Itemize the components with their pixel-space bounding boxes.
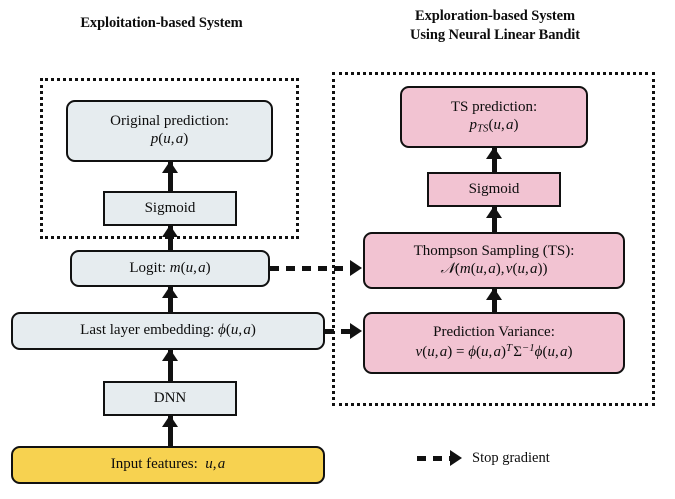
ts-prediction-label: TS prediction: [450, 99, 538, 116]
prediction-variance-formula: v(u, a) = ϕ(u, a)T Σ−1ϕ(u, a) [415, 341, 573, 361]
node-logit[interactable]: Logit: m(u, a) [70, 250, 270, 287]
node-last-layer-embedding[interactable]: Last layer embedding: ϕ(u, a) [11, 312, 325, 350]
node-thompson-sampling[interactable]: Thompson Sampling (TS): 𝒩(m(u, a), v(u, … [363, 232, 625, 289]
sigmoid-right-label: Sigmoid [468, 180, 520, 197]
right-panel-title-line1: Exploration-based System [415, 8, 575, 24]
thompson-sampling-formula: 𝒩(m(u, a), v(u, a)) [440, 260, 548, 277]
legend-stop-gradient: Stop gradient [417, 450, 550, 467]
left-panel-title: Exploitation-based System [80, 15, 243, 31]
sigmoid-left-label: Sigmoid [144, 199, 196, 216]
node-ts-prediction[interactable]: TS prediction: pTS(u, a) [400, 86, 588, 148]
ts-prediction-formula: pTS(u, a) [469, 116, 519, 135]
last-layer-embedding-label: Last layer embedding: ϕ(u, a) [80, 322, 256, 339]
dnn-label: DNN [153, 389, 187, 406]
legend-stop-gradient-label: Stop gradient [472, 450, 550, 466]
thompson-sampling-label: Thompson Sampling (TS): [413, 242, 575, 259]
dashed-arrow-icon [417, 450, 463, 467]
original-prediction-label: Original prediction: [110, 113, 229, 130]
node-sigmoid-right[interactable]: Sigmoid [427, 172, 561, 207]
node-dnn[interactable]: DNN [103, 381, 237, 416]
node-prediction-variance[interactable]: Prediction Variance: v(u, a) = ϕ(u, a)T … [363, 312, 625, 374]
original-prediction-formula: p(u, a) [150, 131, 189, 147]
input-features-label: Input features: u, a [110, 456, 226, 473]
right-panel-title-line2: Using Neural Linear Bandit [410, 27, 580, 43]
logit-label: Logit: m(u, a) [129, 259, 211, 276]
node-input-features[interactable]: Input features: u, a [11, 446, 325, 484]
node-original-prediction[interactable]: Original prediction: p(u, a) [66, 100, 273, 162]
prediction-variance-label: Prediction Variance: [433, 324, 555, 341]
exploration-group-frame [332, 72, 655, 406]
node-sigmoid-left[interactable]: Sigmoid [103, 191, 237, 226]
